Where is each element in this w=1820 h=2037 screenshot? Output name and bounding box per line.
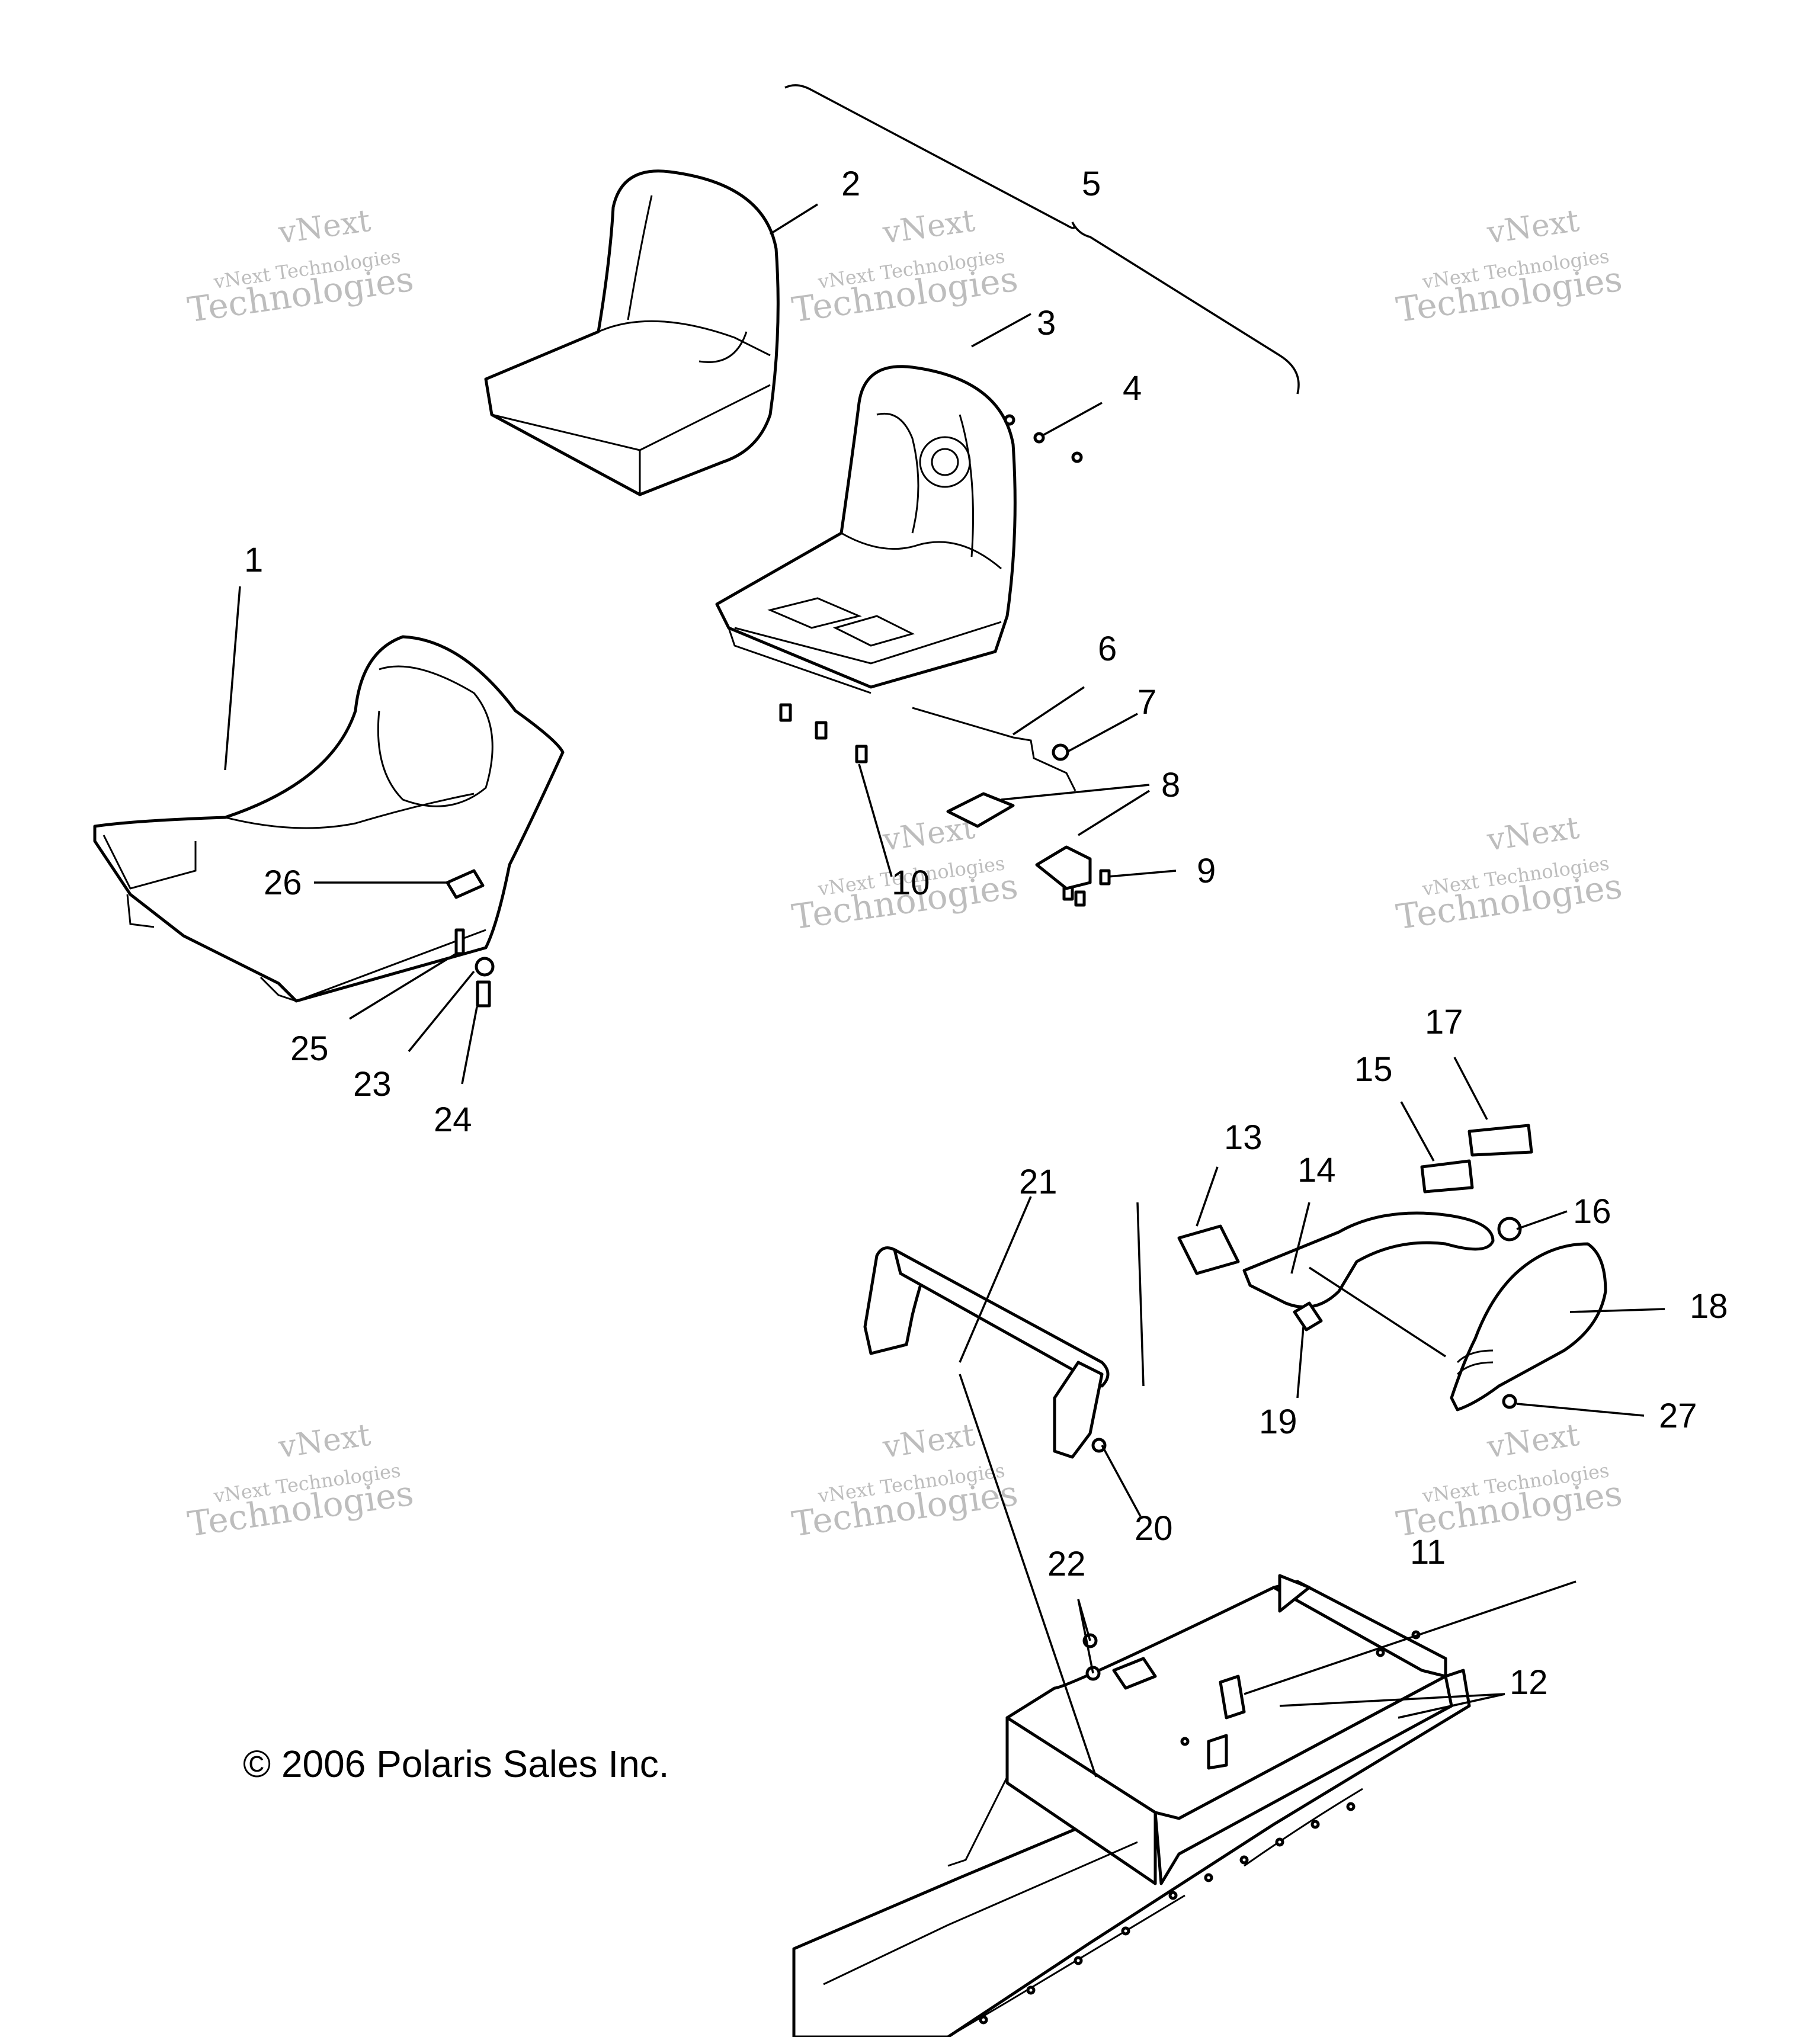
watermark-line1: vNext — [1485, 1417, 1582, 1465]
tunnel-chassis-part — [792, 1574, 1471, 2037]
callout-14: 14 — [1297, 1151, 1336, 1189]
callout-1: 1 — [244, 541, 263, 579]
grab-handle-part — [1242, 1211, 1495, 1332]
callout-23: 23 — [353, 1065, 392, 1103]
watermark: vNext vNext Technologies Technologies — [185, 1417, 416, 1545]
callout-22: 22 — [1047, 1545, 1086, 1583]
callout-5: 5 — [1082, 165, 1101, 203]
watermark: vNext vNext Technologies Technologies — [1394, 810, 1625, 938]
main-seat-part — [93, 635, 565, 1003]
callout-12: 12 — [1510, 1663, 1548, 1702]
watermark: vNext vNext Technologies Technologies — [790, 1417, 1021, 1545]
callout-15: 15 — [1354, 1050, 1393, 1089]
leader-lines — [224, 203, 1665, 1778]
hardware-group — [454, 414, 1111, 1008]
callout-19: 19 — [1259, 1403, 1297, 1441]
latch-rod-part — [912, 707, 1076, 791]
watermark-line1: vNext — [1485, 203, 1582, 251]
watermark: vNext vNext Technologies Technologies — [790, 203, 1021, 331]
callout-labels: 2 5 3 4 1 6 7 8 9 10 26 25 23 24 17 15 1… — [244, 165, 1728, 1702]
watermark: vNext vNext Technologies Technologies — [1394, 203, 1625, 331]
watermark: vNext vNext Technologies Technologies — [185, 203, 416, 331]
callout-27: 27 — [1659, 1397, 1697, 1435]
callout-26: 26 — [264, 864, 302, 902]
callout-6: 6 — [1098, 630, 1117, 668]
watermark-line1: vNext — [276, 203, 373, 251]
watermark-line1: vNext — [1485, 810, 1582, 858]
callout-16: 16 — [1573, 1192, 1611, 1231]
callout-9: 9 — [1197, 852, 1216, 890]
seat-cushion-part — [484, 169, 780, 496]
watermark-line1: vNext — [276, 1417, 373, 1465]
callout-24: 24 — [434, 1101, 472, 1139]
watermark: vNext vNext Technologies Technologies — [1394, 1417, 1625, 1545]
callout-4: 4 — [1123, 369, 1142, 408]
callout-7: 7 — [1138, 683, 1156, 721]
callout-20: 20 — [1135, 1509, 1173, 1548]
callout-13: 13 — [1224, 1118, 1263, 1157]
callout-11: 11 — [1410, 1533, 1446, 1571]
flap-part — [1450, 1242, 1607, 1412]
callout-21: 21 — [1019, 1163, 1058, 1201]
watermark-line1: vNext — [880, 203, 978, 251]
callout-17: 17 — [1425, 1003, 1463, 1041]
copyright-text: © 2006 Polaris Sales Inc. — [243, 1743, 669, 1785]
callout-18: 18 — [1690, 1287, 1728, 1326]
end-cap-part — [1467, 1124, 1533, 1157]
group-bracket — [784, 84, 1300, 394]
callout-8: 8 — [1161, 766, 1180, 804]
callout-10: 10 — [892, 864, 930, 902]
rear-bumper-part — [863, 1246, 1110, 1459]
callout-3: 3 — [1037, 304, 1056, 342]
screw-part — [1091, 1438, 1107, 1453]
grip-small-part — [1420, 1159, 1474, 1194]
plug-part — [1497, 1217, 1522, 1242]
latch-bracket-part — [946, 792, 1092, 890]
seat-clip-part — [446, 869, 485, 899]
grip-part — [1177, 1224, 1240, 1275]
screw-part — [1502, 1394, 1517, 1409]
callout-2: 2 — [841, 165, 860, 203]
spring-part — [1052, 743, 1069, 761]
watermark-line1: vNext — [880, 1417, 978, 1465]
callout-25: 25 — [290, 1029, 329, 1068]
seat-base-part — [715, 365, 1017, 694]
